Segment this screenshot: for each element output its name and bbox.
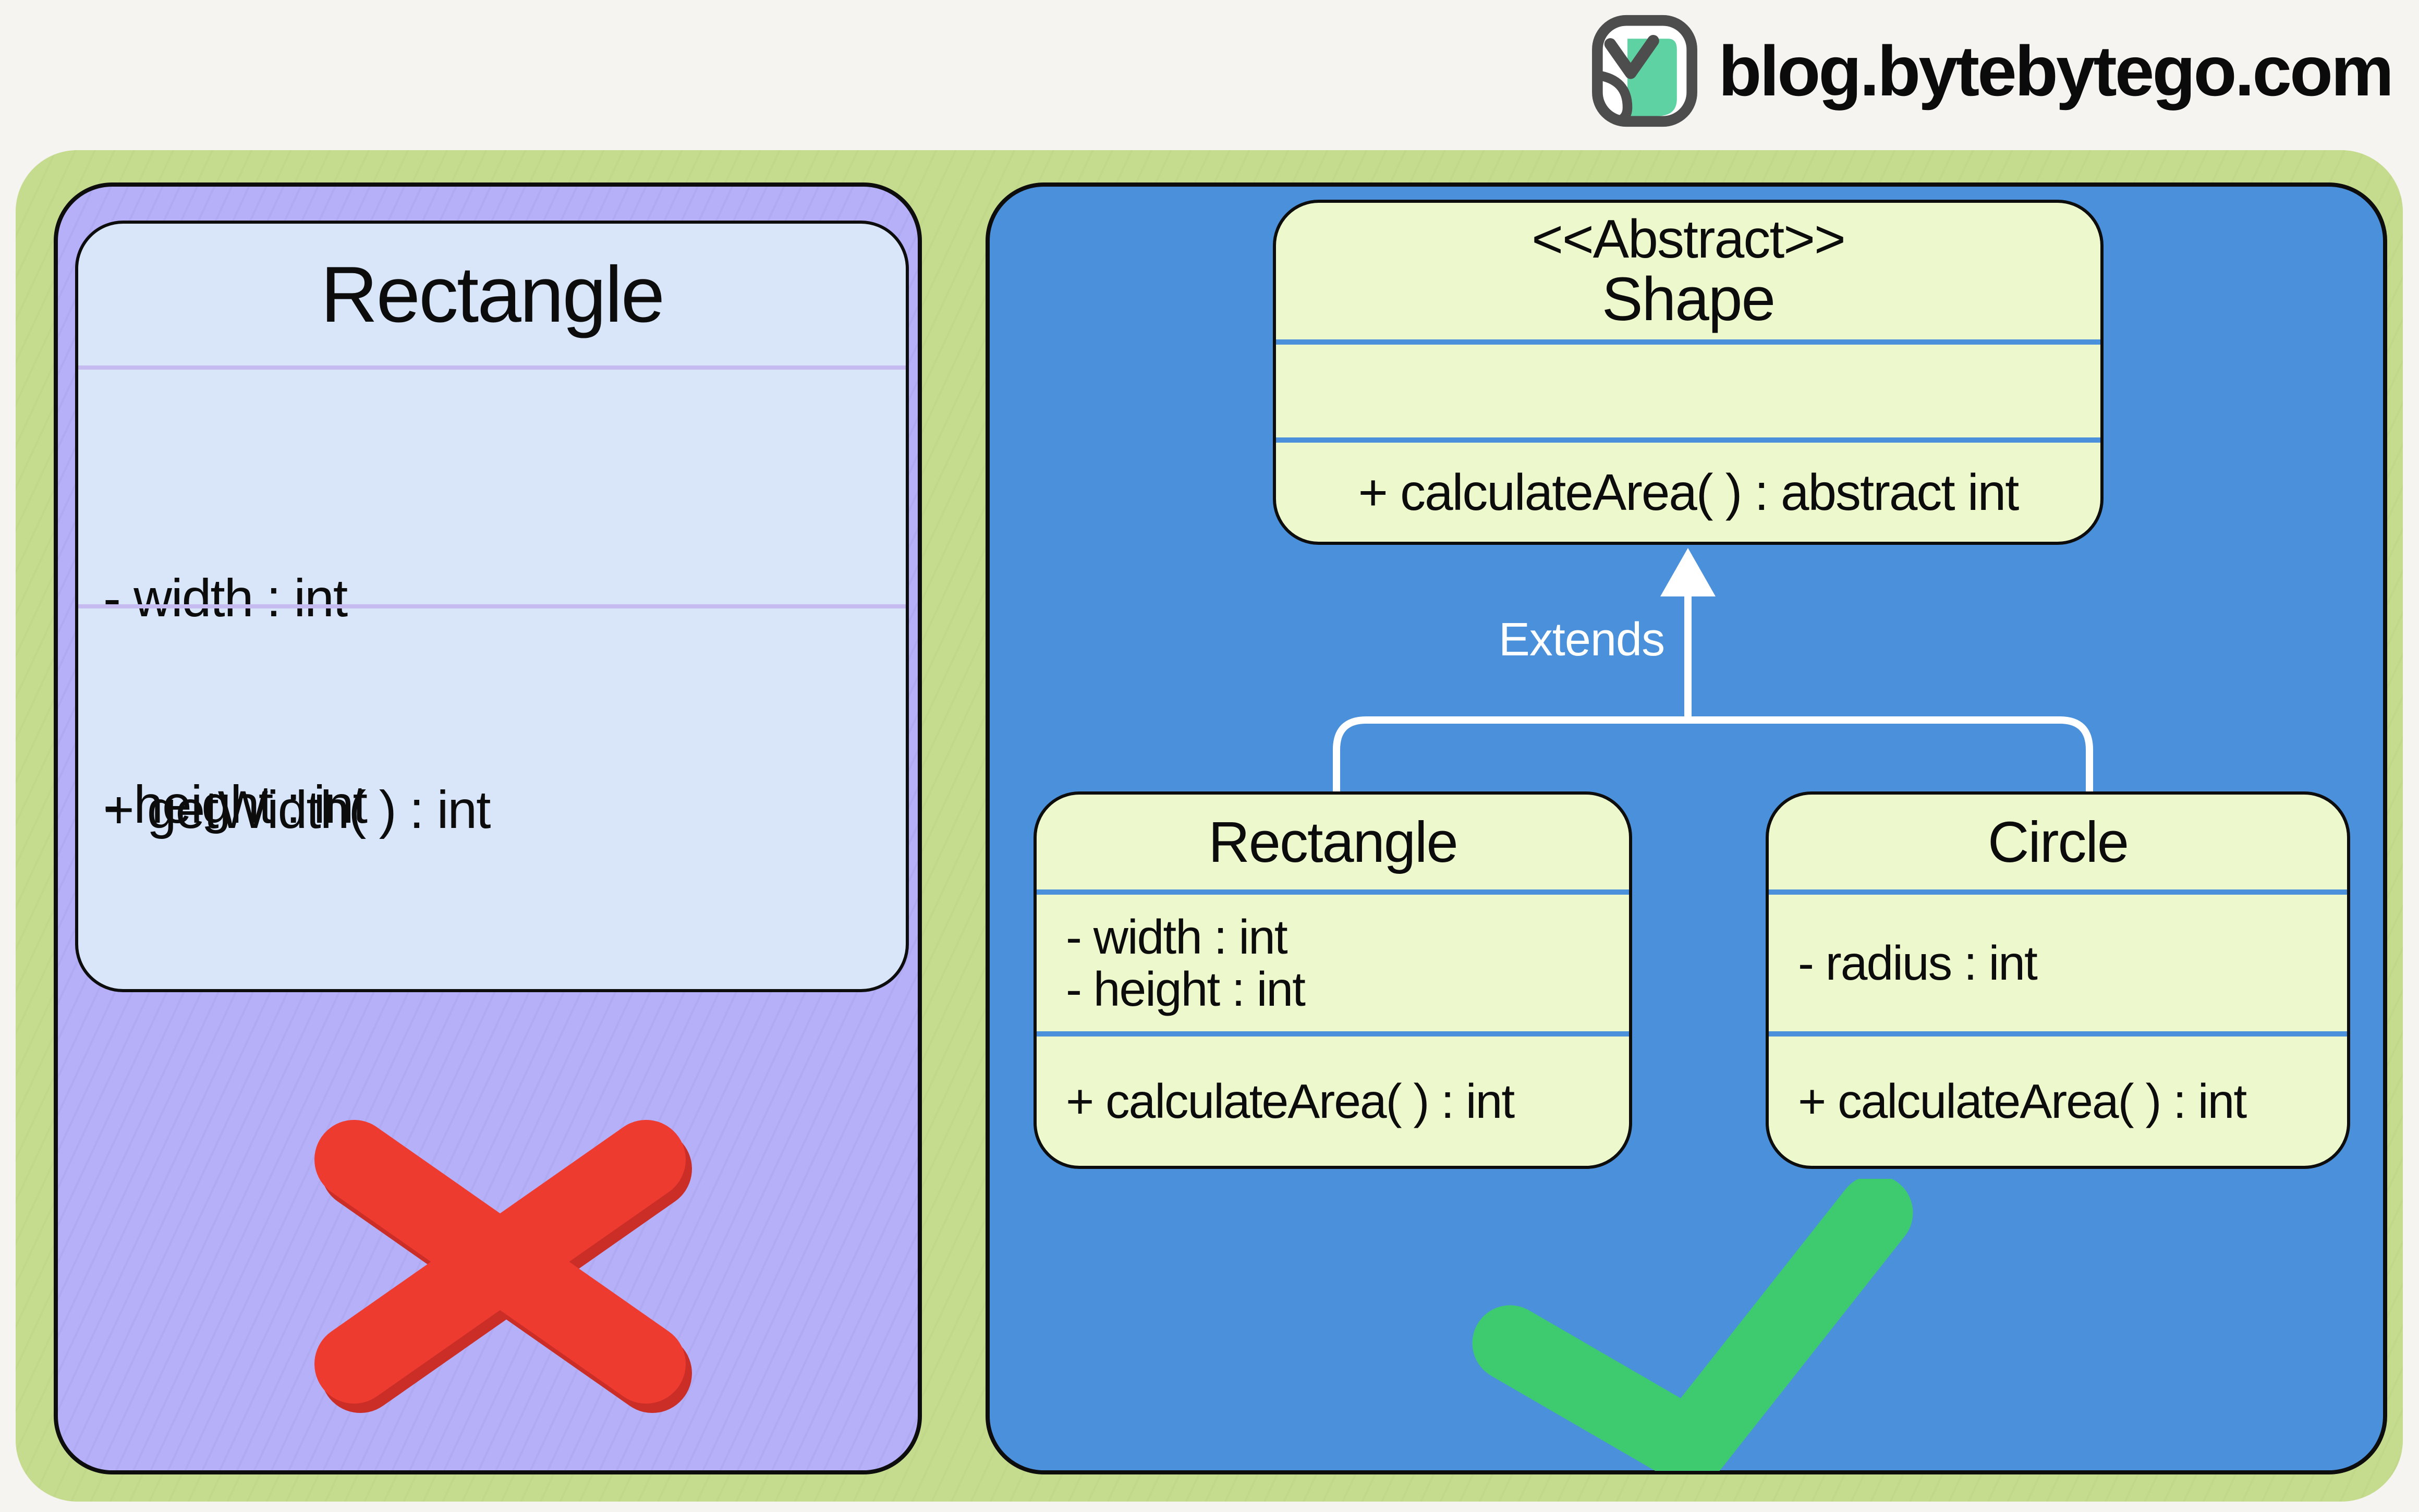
uml-class-circle-sub: Circle - radius : int + calculateArea( )… [1766, 791, 2350, 1169]
uml-divider [1037, 889, 1629, 895]
class-attributes: - width : int - height : int [78, 370, 906, 834]
uml-divider [1276, 437, 2100, 443]
class-methods: + calculateArea( ) : abstract int [1358, 463, 2020, 521]
uml-divider [78, 365, 906, 370]
class-title: Circle [1987, 810, 2129, 874]
stereotype-label: <<Abstract>> [1531, 209, 1845, 270]
attribute-line: - height : int [103, 775, 368, 834]
panel-violation: Rectangle - width : int - height : int +… [54, 182, 922, 1474]
class-title: Rectangle [1208, 810, 1458, 874]
class-title: Rectangle [320, 250, 665, 339]
attribute-line: - width : int [103, 568, 348, 628]
class-attributes: - width : int - height : int [1037, 895, 1629, 1031]
uml-divider [78, 604, 906, 608]
panel-correct: <<Abstract>> Shape + calculateArea( ) : … [986, 182, 2387, 1474]
attribute-line: - width : int [1066, 910, 1288, 964]
class-methods: + getWidth( ) : int + setWidth(int width… [78, 608, 906, 989]
uml-divider [1276, 339, 2100, 345]
class-methods: + calculateArea( ) : int [1066, 1074, 1515, 1128]
class-title: <<Abstract>> Shape [1276, 203, 2100, 339]
uml-divider [1769, 889, 2347, 895]
attribute-line: - radius : int [1798, 936, 2038, 990]
uml-divider [1769, 1031, 2347, 1037]
extends-label: Extends [1498, 614, 1665, 666]
green-check-icon [1472, 1179, 1913, 1471]
method-line: + setWidth(int width) : void [103, 977, 895, 989]
comparison-board: Rectangle - width : int - height : int +… [16, 150, 2403, 1502]
class-methods: + calculateArea( ) : int [1798, 1074, 2247, 1128]
class-name: Shape [1601, 265, 1776, 334]
class-attributes: - radius : int [1769, 895, 2347, 1031]
uml-class-rectangle-monolith: Rectangle - width : int - height : int +… [75, 221, 909, 992]
uml-class-shape-abstract: <<Abstract>> Shape + calculateArea( ) : … [1273, 200, 2104, 545]
attribute-line: - height : int [1066, 962, 1306, 1016]
uml-divider [1037, 1031, 1629, 1037]
site-name: blog.bytebytego.com [1718, 31, 2394, 111]
bytebytego-owl-logo [1592, 15, 1698, 127]
inheritance-arrow-connector [1333, 548, 2093, 791]
header: blog.bytebytego.com [1591, 8, 2394, 133]
uml-class-rectangle-sub: Rectangle - width : int - height : int +… [1034, 791, 1632, 1169]
red-cross-icon [314, 1120, 692, 1413]
method-line: + getWidth( ) : int [103, 780, 491, 839]
